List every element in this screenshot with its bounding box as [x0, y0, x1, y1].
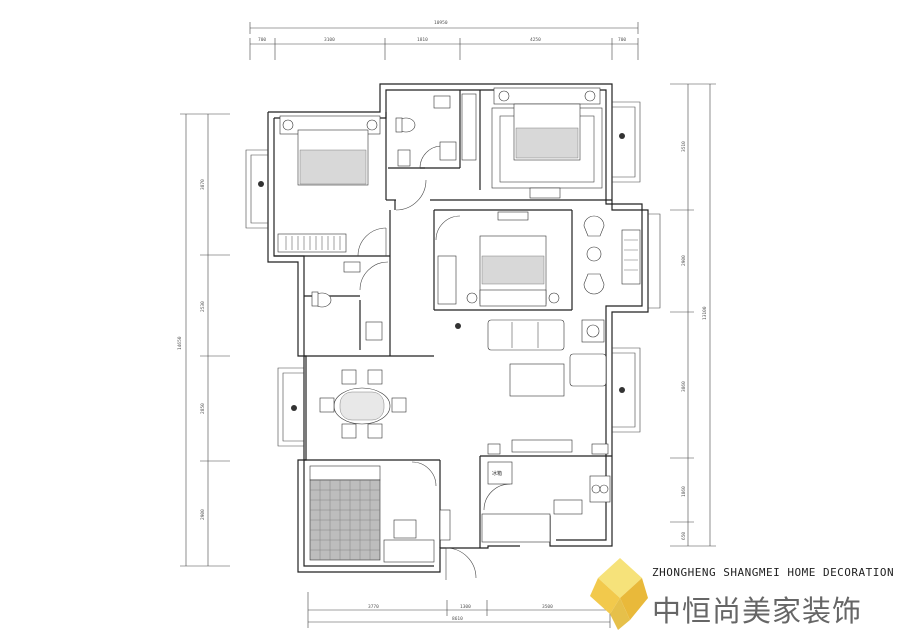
- bay-windows: [245, 101, 661, 447]
- dim-top-seg-3: 1810: [417, 37, 428, 43]
- dim-bottom-seg-2: 1300: [460, 604, 471, 610]
- brand-logo: [590, 556, 650, 632]
- dim-right-seg-1: 3510: [681, 141, 687, 152]
- study-furniture: [583, 215, 641, 295]
- plant-icons: [258, 133, 625, 411]
- bathroom-2-fixtures: [311, 261, 383, 341]
- dim-left-seg-4: 2900: [200, 509, 206, 520]
- master-bedroom-furniture: [461, 87, 603, 199]
- dim-right-seg-2: 2900: [681, 255, 687, 266]
- brand-name-en: ZHONGHENG SHANGMEI HOME DECORATION: [652, 566, 895, 579]
- kitchen-fixtures: [481, 461, 611, 543]
- dim-bottom-total: 8610: [452, 616, 463, 622]
- dim-top-seg-2: 3100: [324, 37, 335, 43]
- dim-left-total: 14650: [177, 336, 183, 350]
- logo-diamond-right: [620, 578, 648, 620]
- dim-left-seg-2: 2530: [200, 301, 206, 312]
- dim-top-seg-4: 4250: [530, 37, 541, 43]
- dim-right-total: 13100: [702, 306, 708, 320]
- left-dimension-lines: [180, 113, 230, 567]
- dim-right-seg-4: 1860: [681, 486, 687, 497]
- brand-name-cn: 中恒尚美家装饰: [652, 594, 863, 628]
- bedroom-3-furniture: [437, 211, 560, 307]
- bedroom-4-furniture: [309, 465, 451, 563]
- dim-right-seg-3: 3860: [681, 381, 687, 392]
- interior-walls: [274, 90, 612, 548]
- kitchen-fridge-label: 冰箱: [492, 470, 502, 477]
- dim-right-seg-5: 650: [681, 532, 687, 540]
- dim-top-seg-5: 700: [618, 37, 626, 43]
- dim-left-seg-1: 3870: [200, 179, 206, 190]
- top-dimension-lines: [249, 22, 639, 60]
- logo-diamond-left: [590, 578, 620, 614]
- dining-furniture: [319, 369, 407, 439]
- dim-bottom-seg-1: 3770: [368, 604, 379, 610]
- right-dimension-lines: [670, 83, 716, 547]
- bathroom-1-fixtures: [395, 95, 457, 167]
- door-swings: [357, 145, 511, 580]
- logo-diamond-bottom: [610, 598, 630, 630]
- dim-left-seg-3: 2850: [200, 403, 206, 414]
- dim-top-seg-1: 700: [258, 37, 266, 43]
- dim-top-total: 10950: [434, 20, 448, 26]
- outer-walls: [267, 83, 649, 573]
- living-room-furniture: [487, 319, 609, 455]
- dim-bottom-seg-3: 3500: [542, 604, 553, 610]
- bedroom-1-furniture: [277, 115, 381, 253]
- bottom-dimension-lines: [307, 592, 611, 628]
